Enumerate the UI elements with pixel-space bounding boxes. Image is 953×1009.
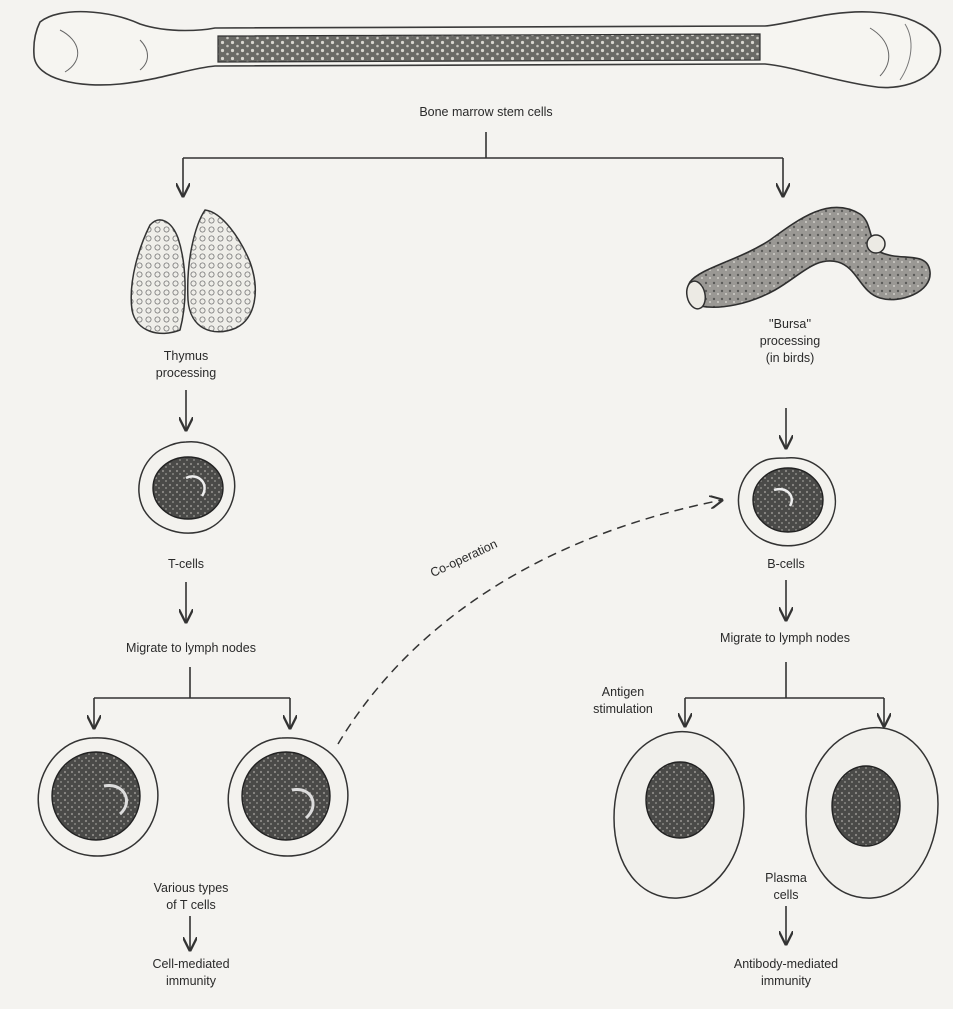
label-migrate-left: Migrate to lymph nodes <box>86 640 296 657</box>
t-cell-illustration <box>139 442 235 533</box>
label-various-t-cells: Various types of T cells <box>116 880 266 914</box>
label-plasma-cells: Plasma cells <box>726 870 846 904</box>
label-t-cells: T-cells <box>136 556 236 573</box>
label-thymus-processing: Thymus processing <box>126 348 246 382</box>
label-bursa-processing: ''Bursa'' processing (in birds) <box>730 316 850 367</box>
label-bone-marrow: Bone marrow stem cells <box>386 104 586 121</box>
b-cell-illustration <box>738 458 835 546</box>
label-cell-mediated: Cell-mediated immunity <box>106 956 276 990</box>
label-antigen-stimulation: Antigen stimulation <box>568 684 678 718</box>
label-migrate-right: Migrate to lymph nodes <box>680 630 890 647</box>
label-antibody-mediated: Antibody-mediated immunity <box>696 956 876 990</box>
label-b-cells: B-cells <box>736 556 836 573</box>
